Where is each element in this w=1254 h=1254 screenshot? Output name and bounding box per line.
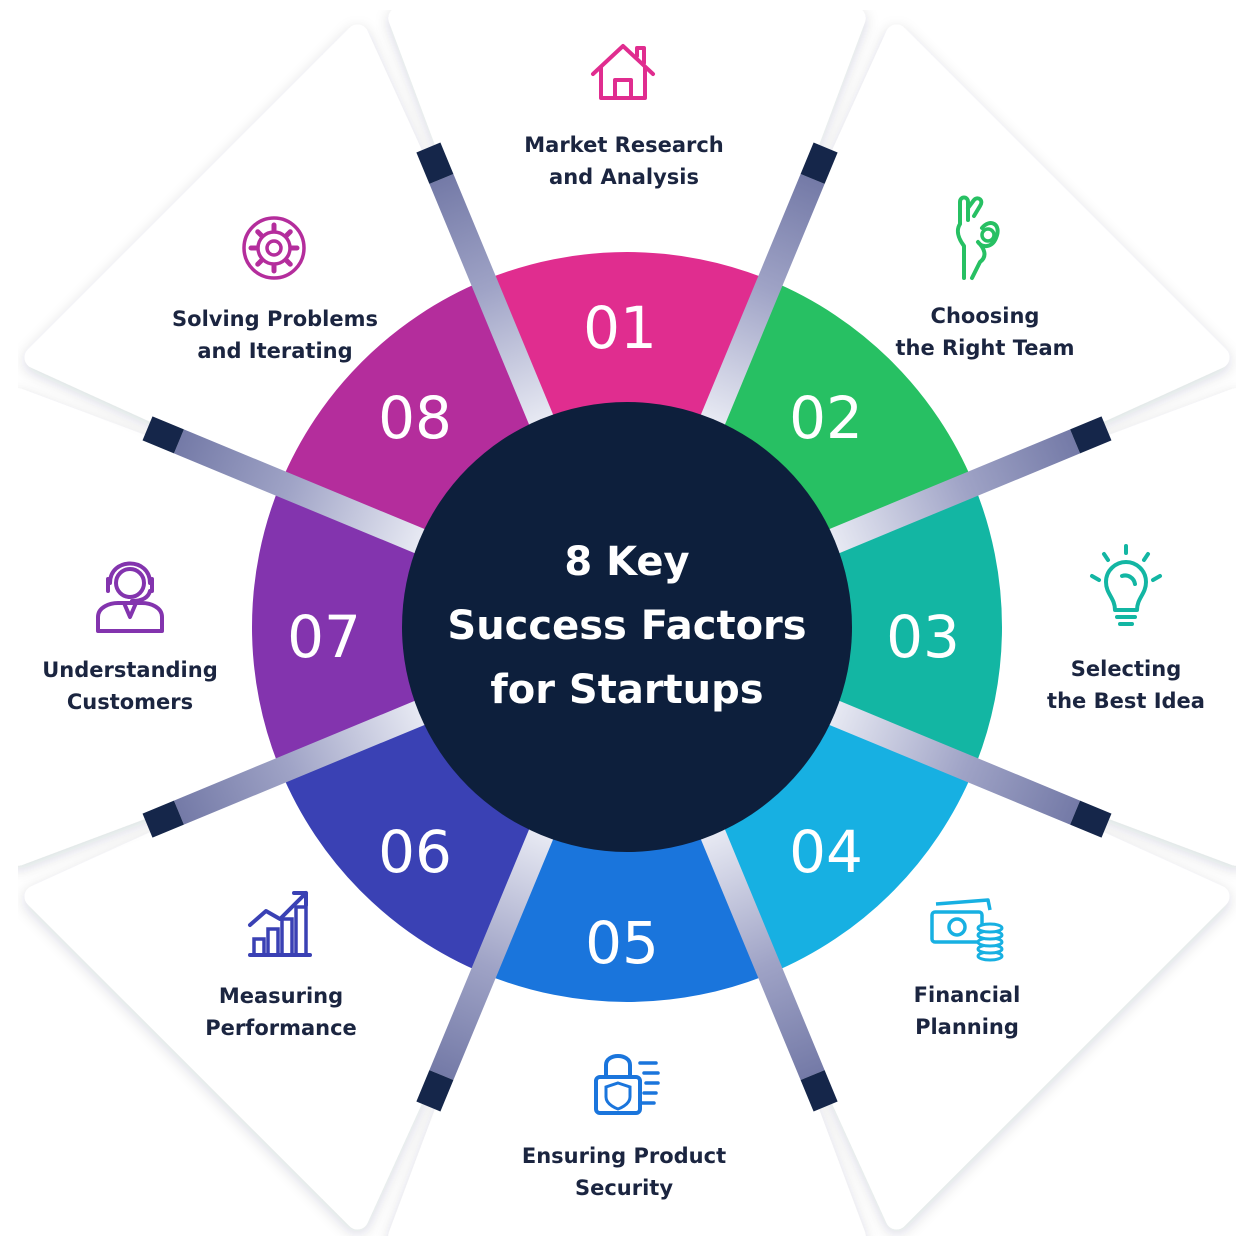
factor-number-05: 05: [585, 909, 659, 977]
spoke: [699, 142, 838, 429]
factor-number-02: 02: [789, 384, 863, 452]
spoke: [142, 699, 429, 838]
spoke: [825, 699, 1112, 838]
title-line-3: for Startups: [490, 667, 764, 713]
ring-segment-08: [280, 280, 545, 545]
ok-hand-icon: [955, 195, 1000, 280]
numbered-ring: [251, 251, 1002, 1002]
factor-icons: [96, 44, 1162, 1115]
money-icon: [930, 898, 1004, 962]
title-line-2: Success Factors: [447, 603, 807, 649]
spoke: [416, 825, 555, 1112]
title-line-1: 8 Key: [564, 539, 690, 585]
ring-segment-07: [251, 483, 429, 771]
ring-segment-05: [483, 825, 771, 1002]
spokes: [142, 142, 1112, 1112]
center-hub: [402, 402, 852, 852]
spoke: [699, 825, 838, 1112]
ring-segment-01: [483, 251, 771, 429]
spoke: [416, 142, 555, 429]
lightbulb-icon: [1090, 544, 1162, 626]
factor-number-04: 04: [789, 818, 863, 886]
support-agent-icon: [96, 561, 164, 633]
ring-segment-02: [709, 280, 974, 545]
factor-number-07: 07: [287, 603, 361, 671]
security-lock-icon: [594, 1054, 660, 1115]
growth-chart-icon: [248, 891, 312, 957]
factor-number-08: 08: [378, 384, 452, 452]
factor-number-06: 06: [378, 818, 452, 886]
ring-segment-03: [825, 483, 1002, 771]
center-title: 8 Key Success Factors for Startups: [427, 530, 827, 722]
ring-segment-06: [280, 709, 545, 974]
factor-number-01: 01: [583, 294, 657, 362]
spoke: [825, 416, 1112, 555]
spoke: [142, 416, 429, 555]
factor-number-03: 03: [886, 603, 960, 671]
gear-cycle-icon: [242, 216, 306, 280]
house-icon: [591, 44, 655, 100]
ring-segment-04: [709, 709, 974, 974]
